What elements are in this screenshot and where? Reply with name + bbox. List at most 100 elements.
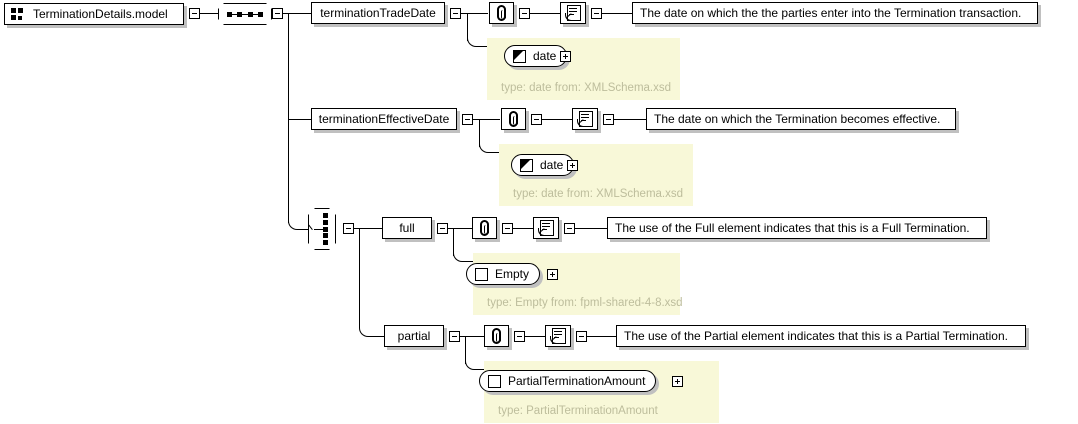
element-label: partial (397, 329, 431, 343)
element-label: terminationTradeDate (320, 6, 436, 20)
connector-row2-c (614, 119, 646, 120)
sequence-compositor-icon[interactable] (218, 3, 275, 28)
documentation-text: The date on which the the parties enter … (640, 6, 1022, 20)
pencil-icon (513, 49, 526, 63)
toggle-type-row4[interactable] (672, 376, 683, 387)
toggle-annotation-row2[interactable] (531, 114, 542, 125)
documentation-icon-box-row3[interactable] (533, 217, 559, 239)
type-capsule-row3[interactable]: Empty (466, 263, 541, 285)
toggle-partial[interactable] (449, 331, 460, 342)
type-capsule-label: date (533, 49, 557, 63)
type-capsule-label: PartialTerminationAmount (508, 374, 646, 388)
document-scroll-icon (565, 5, 581, 21)
toggle-terminationEffectiveDate[interactable] (462, 114, 473, 125)
connector-row2-b (542, 119, 572, 120)
documentation-text: The use of the Full element indicates th… (615, 221, 970, 235)
documentation-icon-box-row1[interactable] (560, 2, 586, 24)
connector-row2-elbow (479, 139, 500, 153)
square-icon (475, 267, 488, 281)
toggle-type-row3[interactable] (547, 269, 558, 280)
sequence-collapse-toggle[interactable] (272, 8, 283, 19)
connector-row3-b (513, 228, 533, 229)
paperclip-icon (509, 111, 518, 127)
connector-row1-c (602, 13, 632, 14)
annotation-icon-box-row3[interactable] (472, 217, 497, 239)
documentation-box-row4: The use of the Partial element indicates… (616, 325, 1026, 347)
choice-compositor-icon[interactable] (308, 208, 339, 253)
connector-row1-down (467, 13, 468, 41)
root-model-label: TerminationDetails.model (33, 7, 168, 21)
toggle-documentation-row2[interactable] (603, 114, 614, 125)
connector-row3-c (575, 228, 607, 229)
connector-row1-a (461, 13, 488, 14)
type-capsule-row2[interactable]: date (511, 154, 575, 176)
document-scroll-icon (538, 220, 554, 236)
root-model-box[interactable]: TerminationDetails.model (4, 3, 184, 25)
document-scroll-icon (550, 328, 566, 344)
type-note-row3: type: Empty from: fpml-shared-4-8.xsd (487, 297, 683, 309)
type-capsule-row4[interactable]: PartialTerminationAmount (479, 370, 657, 392)
connector-row1-b (530, 13, 560, 14)
connector-row3-down (453, 228, 454, 256)
toggle-documentation-row4[interactable] (576, 331, 587, 342)
documentation-text: The use of the Partial element indicates… (624, 329, 1008, 343)
documentation-icon-box-row2[interactable] (572, 108, 598, 130)
type-note-row1: type: date from: XMLSchema.xsd (501, 82, 672, 94)
documentation-text: The date on which the Termination become… (654, 112, 941, 126)
type-note-row4: type: PartialTerminationAmount (498, 405, 658, 417)
element-label: terminationEffectiveDate (318, 112, 450, 126)
element-box-terminationTradeDate[interactable]: terminationTradeDate (311, 2, 445, 24)
annotation-icon-box-row4[interactable] (484, 325, 509, 347)
element-label: full (399, 221, 415, 235)
connector-row4-elbow (465, 356, 486, 370)
paperclip-icon (492, 328, 501, 344)
toggle-documentation-row1[interactable] (591, 8, 602, 19)
documentation-box-row3: The use of the Full element indicates th… (607, 217, 987, 239)
branch-row3 (359, 228, 382, 229)
connector-row1-elbow (467, 33, 488, 47)
toggle-full[interactable] (437, 223, 448, 234)
branch-row1 (288, 13, 311, 14)
documentation-box-row2: The date on which the Termination become… (646, 108, 956, 130)
type-capsule-row1[interactable]: date (504, 45, 568, 67)
connector-root-to-sequence (200, 13, 218, 14)
type-note-row2: type: date from: XMLSchema.xsd (513, 188, 684, 200)
element-box-full[interactable]: full (382, 217, 432, 239)
connector-row2-a (473, 119, 500, 120)
type-capsule-label: date (540, 158, 564, 172)
toggle-documentation-row3[interactable] (564, 223, 575, 234)
type-capsule-label: Empty (495, 267, 530, 281)
connector-trunk-to-choice (288, 214, 309, 230)
toggle-annotation-row3[interactable] (502, 223, 513, 234)
connector-row4-b (525, 336, 545, 337)
toggle-type-row2[interactable] (567, 160, 578, 171)
toggle-annotation-row4[interactable] (514, 331, 525, 342)
connector-row4-down (465, 336, 466, 364)
document-scroll-icon (577, 111, 593, 127)
choice-collapse-toggle[interactable] (343, 223, 354, 234)
choice-trunk-vertical (359, 228, 360, 328)
pencil-icon (520, 158, 533, 172)
documentation-icon-box-row4[interactable] (545, 325, 571, 347)
element-box-terminationEffectiveDate[interactable]: terminationEffectiveDate (311, 108, 457, 130)
paperclip-icon (480, 220, 489, 236)
documentation-box-row1: The date on which the the parties enter … (632, 2, 1038, 24)
connector-row2-down (479, 119, 480, 147)
square-icon (488, 374, 501, 388)
paperclip-icon (497, 5, 506, 21)
toggle-type-row1[interactable] (560, 51, 571, 62)
toggle-terminationTradeDate[interactable] (450, 8, 461, 19)
connector-row4-a (460, 336, 484, 337)
connector-row3-elbow (453, 248, 474, 262)
branch-row4 (376, 336, 384, 337)
toggle-annotation-row1[interactable] (519, 8, 530, 19)
model-icon (11, 7, 25, 21)
connector-row3-a (448, 228, 472, 229)
annotation-icon-box-row2[interactable] (501, 108, 526, 130)
trunk-vertical (288, 13, 289, 223)
root-collapse-toggle[interactable] (189, 8, 200, 19)
connector-choice-to-partial (359, 322, 380, 337)
annotation-icon-box-row1[interactable] (489, 2, 514, 24)
element-box-partial[interactable]: partial (384, 325, 444, 347)
